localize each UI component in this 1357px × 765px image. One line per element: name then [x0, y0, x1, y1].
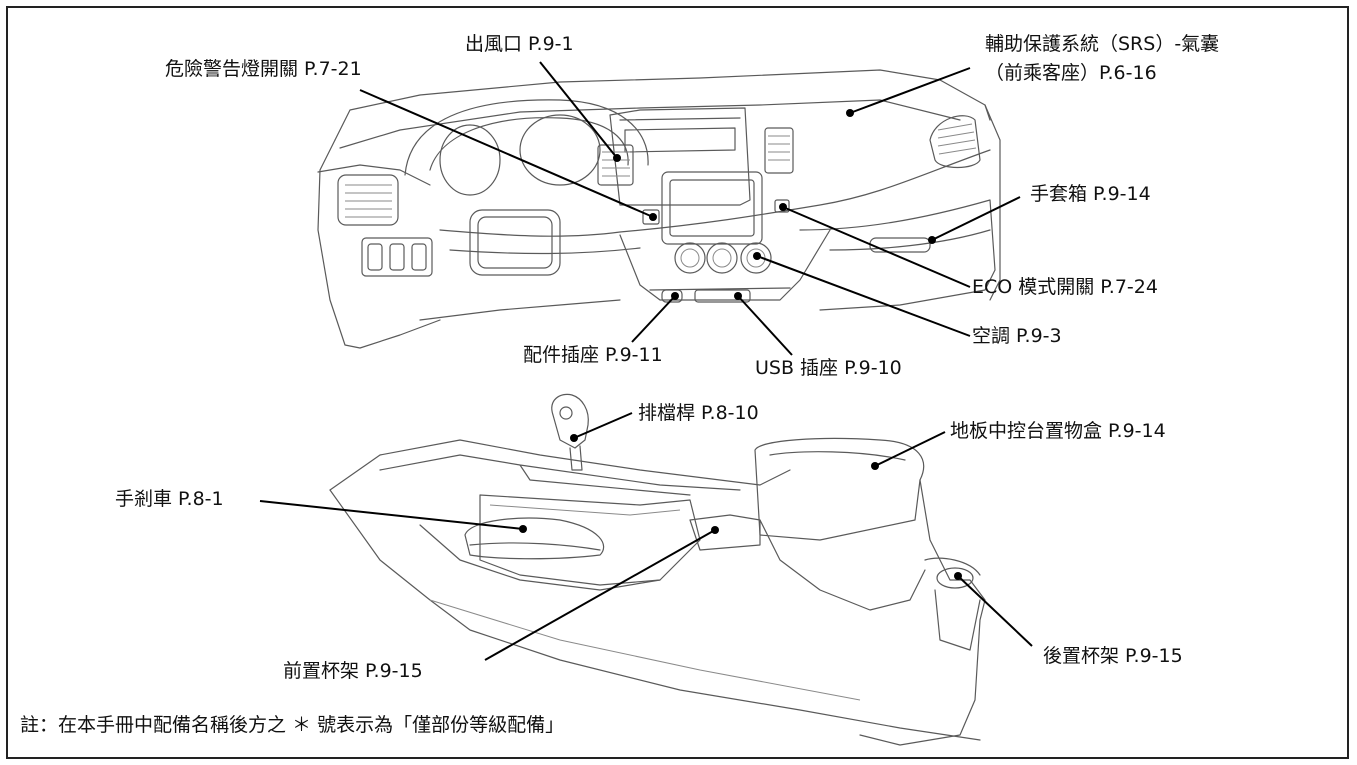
leader-usb-socket	[737, 295, 793, 356]
leader-eco-switch	[782, 206, 971, 288]
label-accessory-socket: 配件插座 P.9-11	[523, 344, 663, 366]
label-srs-airbag-line2: （前乘客座）P.6-16	[985, 62, 1157, 84]
dashboard-drawing	[317, 69, 1001, 349]
leader-air-conditioner	[756, 255, 971, 337]
label-air-conditioner: 空調 P.9-3	[972, 325, 1062, 347]
footnote: 註：在本手冊中配備名稱後方之 ＊ 號表示為「僅部份等級配備」	[20, 714, 565, 736]
leader-floor-console-box	[874, 431, 946, 467]
leader-lines	[259, 61, 1033, 661]
leader-srs-airbag	[849, 67, 971, 114]
label-shift-lever: 排檔桿 P.8-10	[638, 402, 759, 424]
label-front-cup-holder: 前置杯架 P.9-15	[283, 660, 423, 682]
label-air-vent: 出風口 P.9-1	[465, 33, 574, 55]
leader-shift-lever	[573, 412, 633, 439]
leader-hazard-switch	[359, 89, 654, 218]
leader-accessory-socket	[631, 295, 676, 343]
label-usb-socket: USB 插座 P.9-10	[755, 357, 902, 379]
label-srs-airbag-line1: 輔助保護系統（SRS）-氣囊	[985, 33, 1220, 55]
leader-glove-box	[931, 196, 1021, 241]
label-eco-switch: ECO 模式開關 P.7-24	[972, 276, 1158, 298]
leader-rear-cup-holder	[957, 575, 1033, 647]
label-floor-console-box: 地板中控台置物盒 P.9-14	[950, 420, 1166, 442]
leader-air-vent	[539, 61, 618, 159]
label-glove-box: 手套箱 P.9-14	[1030, 183, 1151, 205]
console-drawing	[329, 393, 986, 746]
leader-hand-brake	[259, 500, 524, 530]
label-rear-cup-holder: 後置杯架 P.9-15	[1043, 645, 1183, 667]
label-hazard-switch: 危險警告燈開關 P.7-21	[165, 58, 362, 80]
diagram-frame	[6, 6, 1349, 759]
leader-front-cup-holder	[484, 529, 716, 661]
label-hand-brake: 手剎車 P.8-1	[115, 488, 224, 510]
